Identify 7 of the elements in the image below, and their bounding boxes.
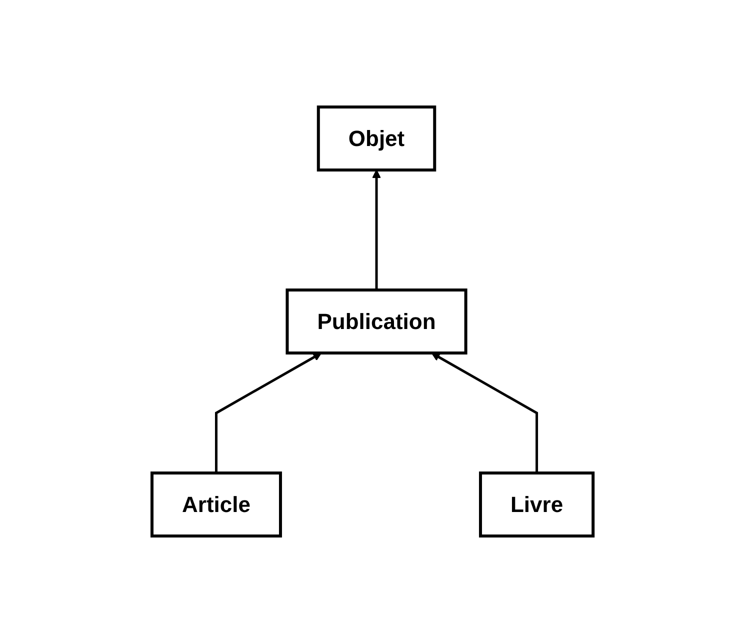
arrow xyxy=(372,170,381,290)
node-box: Objet xyxy=(316,106,436,172)
node-box: Article xyxy=(150,472,282,538)
arrow xyxy=(431,352,538,473)
node-box: Livre xyxy=(478,472,595,538)
arrow xyxy=(214,352,322,473)
node-box: Publication xyxy=(286,288,468,354)
